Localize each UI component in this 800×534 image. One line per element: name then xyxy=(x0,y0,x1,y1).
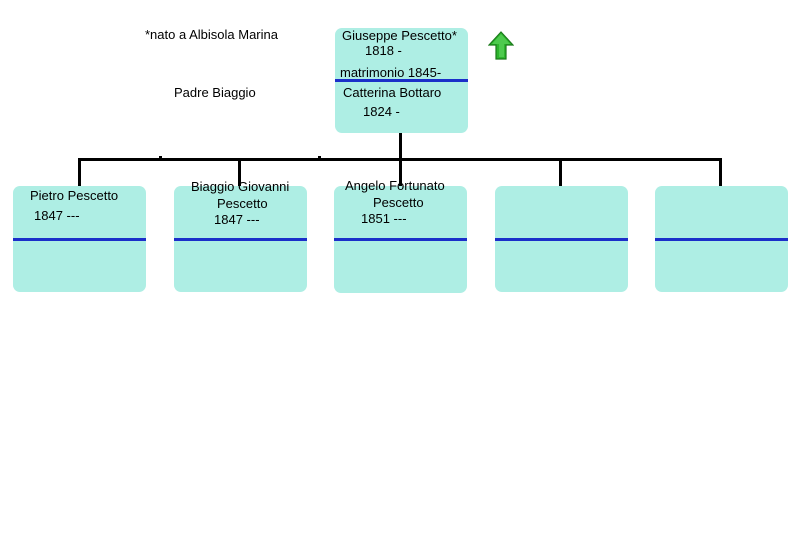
bar-tick xyxy=(159,156,162,159)
marriage-year: matrimonio 1845- xyxy=(340,65,442,80)
child-connector-1 xyxy=(78,158,81,188)
child-name-3: Angelo Fortunato xyxy=(345,178,445,193)
child-connector-2 xyxy=(238,158,241,186)
child-connector-5 xyxy=(719,158,722,186)
birthplace-note: *nato a Albisola Marina xyxy=(145,27,278,42)
parent-box[interactable]: Giuseppe Pescetto* 1818 - matrimonio 184… xyxy=(335,28,468,133)
child-years-2: 1847 --- xyxy=(214,212,260,227)
parent-divider xyxy=(335,79,468,82)
parent-connector xyxy=(399,133,402,160)
child-divider xyxy=(655,238,788,241)
child-box-4[interactable] xyxy=(495,186,628,292)
child-surname-3: Pescetto xyxy=(373,195,424,210)
spouse-name: Catterina Bottaro xyxy=(343,85,442,100)
child-box-5[interactable] xyxy=(655,186,788,292)
spouse-birth: 1824 - xyxy=(363,104,400,119)
child-divider xyxy=(334,238,467,241)
child-divider xyxy=(174,238,307,241)
child-box-1[interactable] xyxy=(13,186,146,292)
child-surname-2: Pescetto xyxy=(217,196,268,211)
child-name-2: Biaggio Giovanni xyxy=(191,179,290,194)
child-divider xyxy=(13,238,146,241)
child-divider xyxy=(495,238,628,241)
green-up-arrow-icon[interactable] xyxy=(488,31,514,60)
bar-tick xyxy=(318,156,321,159)
child-box-2[interactable] xyxy=(174,186,307,292)
child-name-1: Pietro Pescetto xyxy=(30,188,119,203)
child-connector-3 xyxy=(399,158,402,186)
parent-birth: 1818 - xyxy=(365,43,402,58)
child-years-3: 1851 --- xyxy=(361,211,407,226)
child-box-3[interactable] xyxy=(334,186,467,293)
father-note: Padre Biaggio xyxy=(174,85,256,100)
child-connector-4 xyxy=(559,158,562,186)
child-years-1: 1847 --- xyxy=(34,208,80,223)
parent-name: Giuseppe Pescetto* xyxy=(342,28,457,43)
